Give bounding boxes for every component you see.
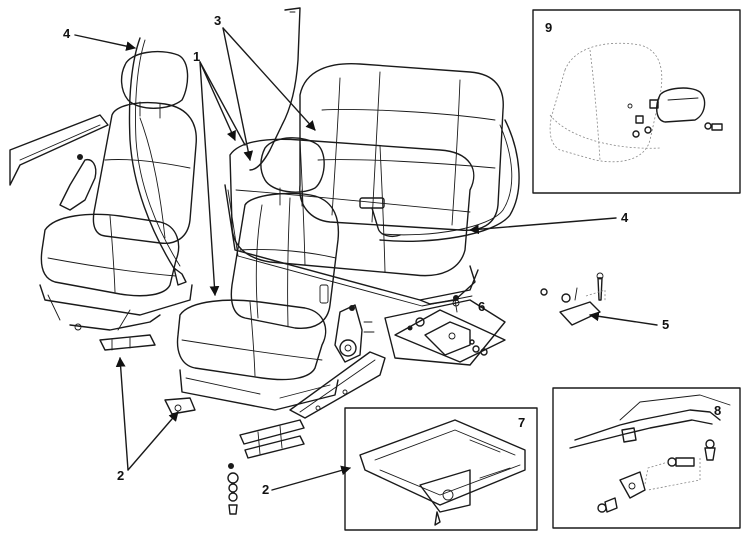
detail-6-hardware (394, 295, 506, 363)
detail-5-bracket (540, 272, 606, 326)
detail-8-mount (552, 387, 741, 529)
rear-bench-seat (224, 7, 520, 307)
detail-9-armrest (532, 9, 741, 194)
callout-2-left: 2 (117, 468, 125, 483)
callout-8: 8 (714, 403, 722, 418)
callout-5: 5 (662, 317, 670, 332)
front-left-seat (9, 37, 197, 351)
callout-4-belt-right: 4 (621, 210, 629, 225)
callout-9: 9 (545, 20, 553, 35)
front-right-seat (164, 137, 386, 515)
callout-1: 1 (193, 49, 201, 64)
callout-6: 6 (478, 299, 486, 314)
callout-7: 7 (518, 415, 526, 430)
leader-lines (74, 27, 658, 491)
callout-4-belt-left: 4 (63, 26, 71, 41)
detail-7-slide-rail (344, 407, 538, 531)
callout-2-right: 2 (262, 482, 270, 497)
callout-3: 3 (214, 13, 222, 28)
